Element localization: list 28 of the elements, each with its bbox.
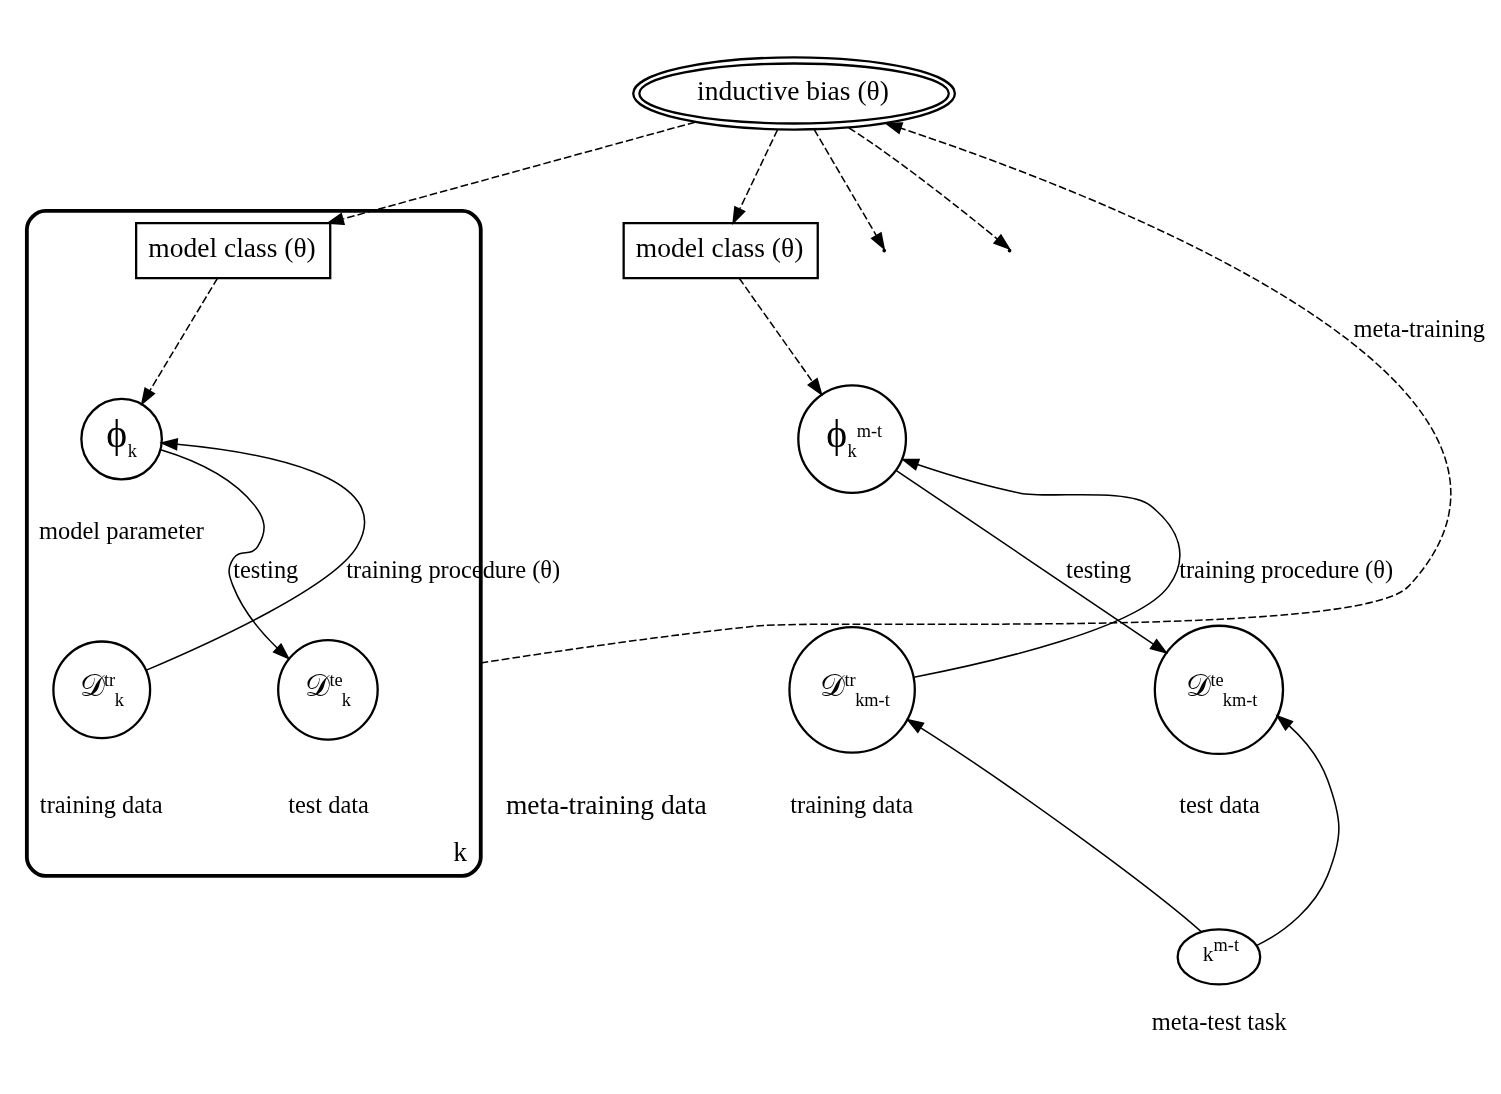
node-label: meta-test task	[1151, 1007, 1287, 1035]
node-ellipse: inductive bias (θ)	[632, 55, 957, 131]
node-box: model class (θ)	[622, 221, 819, 279]
arrow	[900, 458, 1181, 678]
arrow	[140, 277, 219, 406]
node-label: meta-training data	[505, 788, 707, 820]
arrow	[738, 277, 823, 396]
arrow	[159, 448, 291, 660]
edge-label: testing	[1066, 555, 1132, 583]
arrow	[813, 128, 886, 251]
arrow	[732, 128, 779, 225]
arrow	[1256, 713, 1340, 946]
node-label: training data	[790, 790, 914, 818]
node-label: test data	[1179, 790, 1260, 818]
node-label: training data	[39, 790, 163, 818]
arrow	[325, 120, 696, 225]
node-label: test data	[288, 790, 369, 818]
node-label: model parameter	[39, 516, 204, 544]
arrow	[905, 717, 1203, 933]
edge-label: meta-training	[1353, 314, 1486, 342]
arrow	[895, 469, 1169, 654]
edge-label: testing	[233, 555, 299, 583]
node-ellipse: k$^{m-t}$	[1176, 927, 1262, 986]
node-circle: ϕ$_{k}$	[80, 397, 163, 480]
arrow	[480, 121, 1452, 664]
edge-label: training procedure (θ)	[1179, 555, 1394, 583]
arrow	[145, 437, 365, 671]
node-box: model class (θ)	[135, 221, 332, 279]
